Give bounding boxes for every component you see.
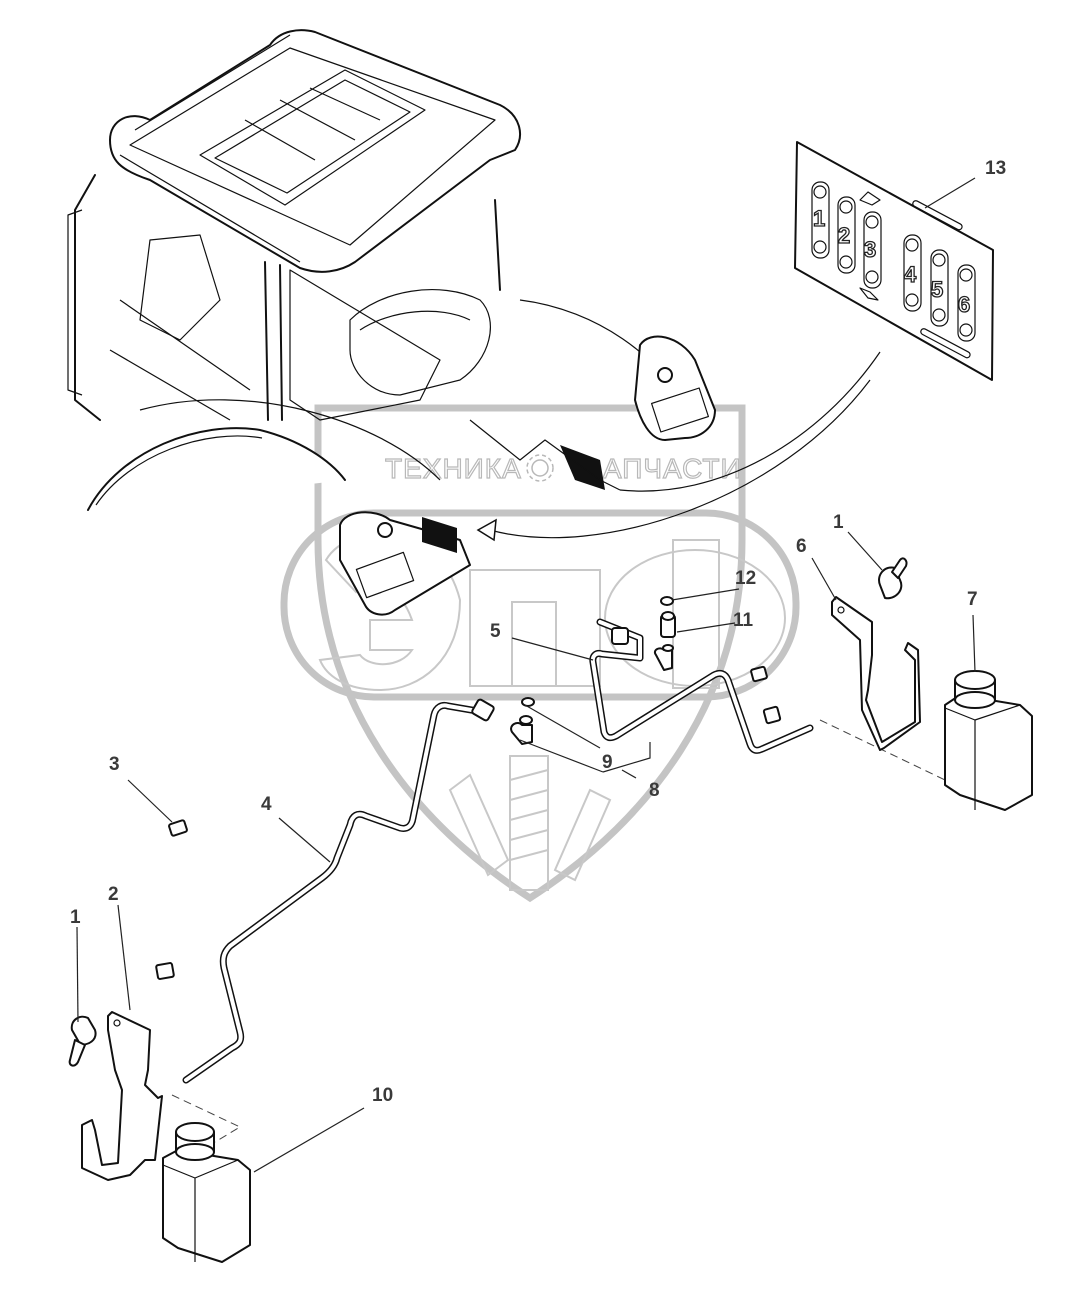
decal-slot-1: 1 [811,181,830,259]
fitting-elbow-right [654,644,674,671]
callout-11: 11 [733,610,754,631]
tube-nut [611,627,629,645]
washer-tube-right [589,618,814,754]
decal-number: 6 [958,292,970,317]
callout-7: 7 [967,589,978,610]
washer-tube-left [182,698,495,1084]
watermark-wheat [448,755,612,891]
gear-icon [526,454,554,482]
decal-number: 3 [864,237,876,262]
decal-slot-2: 2 [837,196,856,274]
clip-left [155,962,175,980]
tractor-cab [67,29,716,616]
callout-4: 4 [261,794,272,815]
callout-13: 13 [985,158,1006,179]
fitting-8-elbow [510,715,533,745]
callout-12: 12 [735,568,756,589]
watermark-letter-f-stem [672,539,720,689]
fitting-12-seal [660,596,674,606]
callout-3: 3 [109,754,120,775]
watermark-text-right: ЗАПЧАСТИ [585,453,742,484]
watermark-shield [314,404,746,903]
shift-decal: 1 2 3 4 5 6 [794,141,994,381]
callout-2: 2 [108,884,119,905]
clip-right-upper [750,665,768,683]
arrow-down-icon [859,287,879,301]
leader-lines [76,177,976,1173]
callout-8: 8 [649,780,660,801]
decal-slot-6: 6 [957,264,976,342]
callout-1-left: 1 [70,907,81,928]
watermark-letter-f [604,549,786,687]
decal-slot-3: 3 [863,211,882,289]
decal-number: 5 [931,277,943,302]
clip-3 [168,819,188,837]
decal-number: 2 [838,223,850,248]
callout-6: 6 [796,536,807,557]
connection-line-left [171,1094,242,1143]
clip-right-lower [762,705,782,725]
decal-slot-5: 5 [930,249,949,327]
callouts: 13 1 6 7 12 11 5 9 8 3 4 2 1 10 [70,158,1006,1106]
callout-10: 10 [372,1085,393,1106]
watermark-text-left: ТЕХНИКА [385,453,522,484]
arrow-head-icon [476,518,497,542]
decal-number: 1 [813,206,825,231]
watermark: ТЕХНИКА ЗАПЧАСТИ [280,404,800,903]
callout-1-right: 1 [833,512,844,533]
reservoir-right [944,670,1033,811]
tube-nut [471,698,495,722]
decal-number: 4 [904,262,917,287]
watermark-band [280,509,800,701]
wing-nut-left [68,1015,97,1067]
callout-9: 9 [602,752,613,773]
decal-slot-4: 4 [903,234,922,312]
watermark-letter-p-inner [511,601,557,687]
bracket-left [81,1011,163,1181]
wing-nut-right [878,557,908,600]
reservoir-left [162,1122,251,1263]
bracket-right [831,596,921,751]
arrow-up-icon [859,191,881,206]
decal-placement-arrows [476,351,881,542]
fitting-11-adapter [660,611,676,638]
decal-position-left [422,517,457,553]
callout-5: 5 [490,621,501,642]
fitting-9-seal [521,697,535,707]
